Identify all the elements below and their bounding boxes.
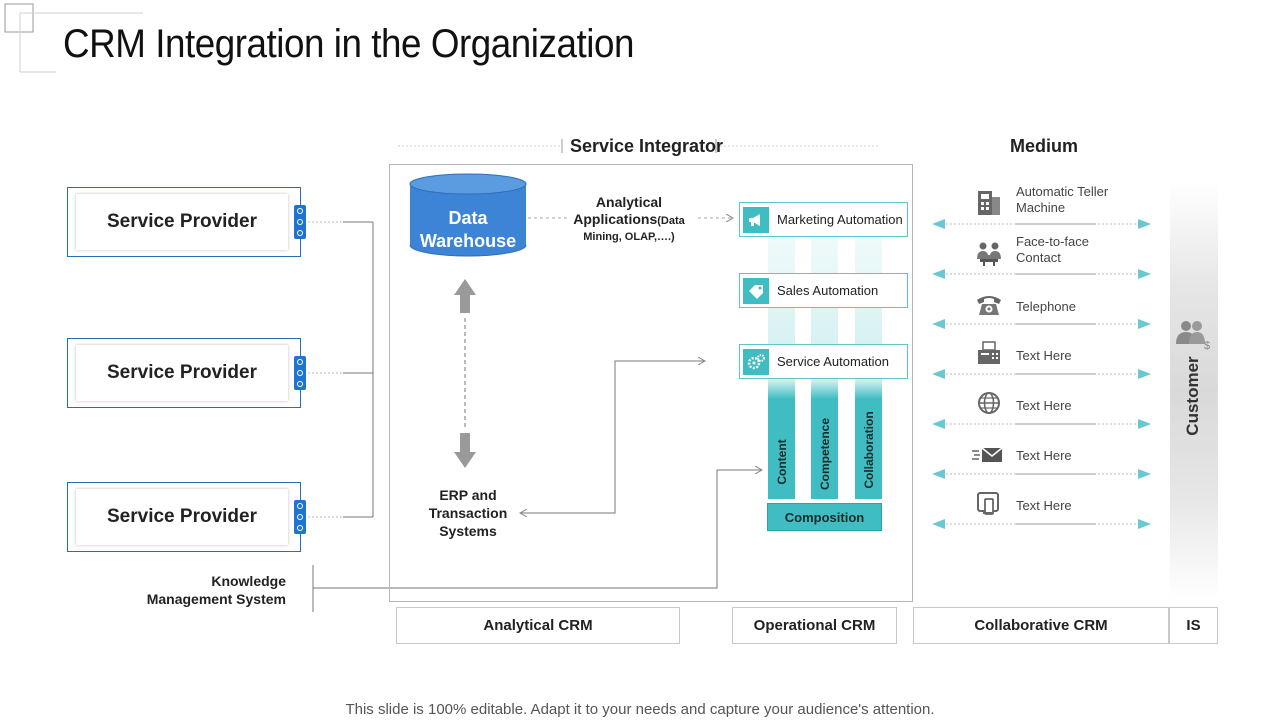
corner-decoration [4,3,143,73]
service-provider-2: Service Provider [67,338,306,408]
collaborative-crm-label: Collaborative CRM [913,607,1169,644]
svg-text:$: $ [1204,340,1210,352]
medium-item-atm: Automatic Teller Machine [1016,184,1108,216]
medium-item-label: Machine [1016,200,1066,215]
analytical-apps-line-2-small: (Data [657,215,685,227]
connector-port-icon [294,205,306,239]
service-integrator-frame [389,164,913,602]
globe-icon [978,392,1000,414]
atm-icon [978,191,1000,215]
data-warehouse-line-2: Warehouse [419,231,517,251]
marketing-automation-box: Marketing Automation [739,202,908,237]
medium-item-face-to-face: Face-to-face Contact [1016,234,1089,266]
service-provider-3: Service Provider [67,482,306,552]
composition-bar: Composition [767,503,882,531]
data-warehouse-label: Data Warehouse [409,207,527,253]
analytical-applications-label: Analytical Applications(Data Mining, OLA… [566,194,692,244]
service-integrator-heading: Service Integrator [570,136,724,156]
gears-icon [743,348,769,375]
medium-item-telephone: Telephone [1016,299,1076,314]
sales-automation-box: Sales Automation [739,273,908,308]
analytical-crm-label: Analytical CRM [396,607,680,644]
service-provider-label: Service Provider [76,345,288,401]
erp-line-2: Transaction [428,505,508,521]
customer-band [1170,182,1218,600]
medium-item-label: Face-to-face [1016,234,1089,249]
is-label: IS [1169,607,1218,644]
service-provider-label: Service Provider [76,194,288,250]
operational-crm-label: Operational CRM [732,607,897,644]
page-title: CRM Integration in the Organization [63,22,634,66]
medium-item-text-4: Text Here [1016,498,1072,513]
marketing-automation-label: Marketing Automation [777,212,903,227]
telephone-icon [977,296,1001,315]
erp-line-3: Systems [439,523,497,539]
analytical-apps-line-1: Analytical [595,194,663,210]
service-provider-label: Service Provider [76,489,288,545]
price-tag-icon [743,277,769,304]
medium-heading: Medium [1010,136,1079,156]
analytical-apps-line-3: Mining, OLAP,….) [583,231,675,243]
service-automation-box: Service Automation [739,344,908,379]
customer-group-icon: $ [1176,321,1210,352]
people-meeting-icon [977,242,1001,266]
service-automation-label: Service Automation [777,354,890,369]
service-provider-1: Service Provider [67,187,306,257]
connector-port-icon [294,356,306,390]
analytical-apps-line-2: Applications [573,211,658,227]
email-icon [972,447,1003,462]
knowledge-line-2: Management System [146,591,286,607]
connector-port-icon [294,500,306,534]
fax-icon [978,341,1000,364]
medium-item-text-1: Text Here [1016,348,1072,363]
erp-line-1: ERP and [439,487,497,503]
medium-item-text-3: Text Here [1016,448,1072,463]
database-cylinder-icon [409,173,527,257]
medium-item-text-2: Text Here [1016,398,1072,413]
knowledge-management-label: Knowledge Management System [140,572,286,608]
erp-label: ERP and Transaction Systems [418,486,518,540]
sales-automation-label: Sales Automation [777,283,879,298]
footer-note: This slide is 100% editable. Adapt it to… [345,701,935,718]
megaphone-icon [743,206,769,233]
medium-item-label: Automatic Teller [1016,184,1109,199]
medium-item-label: Contact [1016,250,1061,265]
knowledge-line-1: Knowledge [211,573,286,589]
data-warehouse-line-1: Data [448,208,488,228]
tablet-icon [977,492,999,515]
